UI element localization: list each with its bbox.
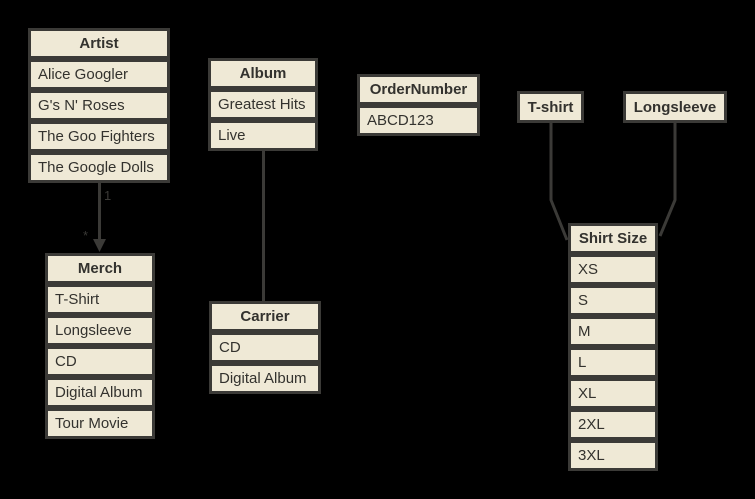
edge-label-multiplicity-one: 1 — [104, 188, 112, 203]
entity-merch-row: CD — [45, 346, 155, 377]
entity-album-row: Live — [208, 120, 318, 151]
entity-merch-row: Digital Album — [45, 377, 155, 408]
entity-artist-row: Alice Googler — [28, 59, 170, 90]
entity-ordernumber-title: OrderNumber — [357, 74, 480, 105]
entity-artist-row: The Google Dolls — [28, 152, 170, 183]
entity-merch: Merch T-Shirt Longsleeve CD Digital Albu… — [45, 253, 155, 439]
entity-shirtsize-title: Shirt Size — [568, 223, 658, 254]
entity-merch-row: Longsleeve — [45, 315, 155, 346]
arrowhead-artist-merch — [93, 239, 106, 252]
edge-longsleeve-shirtsize — [658, 123, 677, 237]
edge-label-multiplicity-many: * — [83, 228, 89, 243]
entity-shirtsize-row: 3XL — [568, 440, 658, 471]
entity-shirtsize-row: M — [568, 316, 658, 347]
entity-shirtsize-row: L — [568, 347, 658, 378]
entity-shirtsize-row: XL — [568, 378, 658, 409]
entity-longsleeve-title: Longsleeve — [623, 91, 727, 123]
entity-artist: Artist Alice Googler G's N' Roses The Go… — [28, 28, 170, 183]
entity-carrier: Carrier CD Digital Album — [209, 301, 321, 394]
entity-ordernumber-row: ABCD123 — [357, 105, 480, 136]
edge-tshirt-shirtsize — [549, 123, 569, 241]
entity-artist-title: Artist — [28, 28, 170, 59]
entity-merch-row: Tour Movie — [45, 408, 155, 439]
entity-shirtsize-row: 2XL — [568, 409, 658, 440]
entity-shirtsize-row: S — [568, 285, 658, 316]
entity-longsleeve: Longsleeve — [623, 91, 727, 123]
entity-artist-row: The Goo Fighters — [28, 121, 170, 152]
entity-album-row: Greatest Hits — [208, 89, 318, 120]
entity-carrier-row: CD — [209, 332, 321, 363]
entity-album: Album Greatest Hits Live — [208, 58, 318, 151]
entity-shirtsize: Shirt Size XS S M L XL 2XL 3XL — [568, 223, 658, 471]
entity-tshirt-title: T-shirt — [517, 91, 584, 123]
entity-merch-row: T-Shirt — [45, 284, 155, 315]
entity-tshirt: T-shirt — [517, 91, 584, 123]
entity-merch-title: Merch — [45, 253, 155, 284]
entity-shirtsize-row: XS — [568, 254, 658, 285]
entity-album-title: Album — [208, 58, 318, 89]
entity-artist-row: G's N' Roses — [28, 90, 170, 121]
entity-carrier-row: Digital Album — [209, 363, 321, 394]
entity-carrier-title: Carrier — [209, 301, 321, 332]
entity-ordernumber: OrderNumber ABCD123 — [357, 74, 480, 136]
